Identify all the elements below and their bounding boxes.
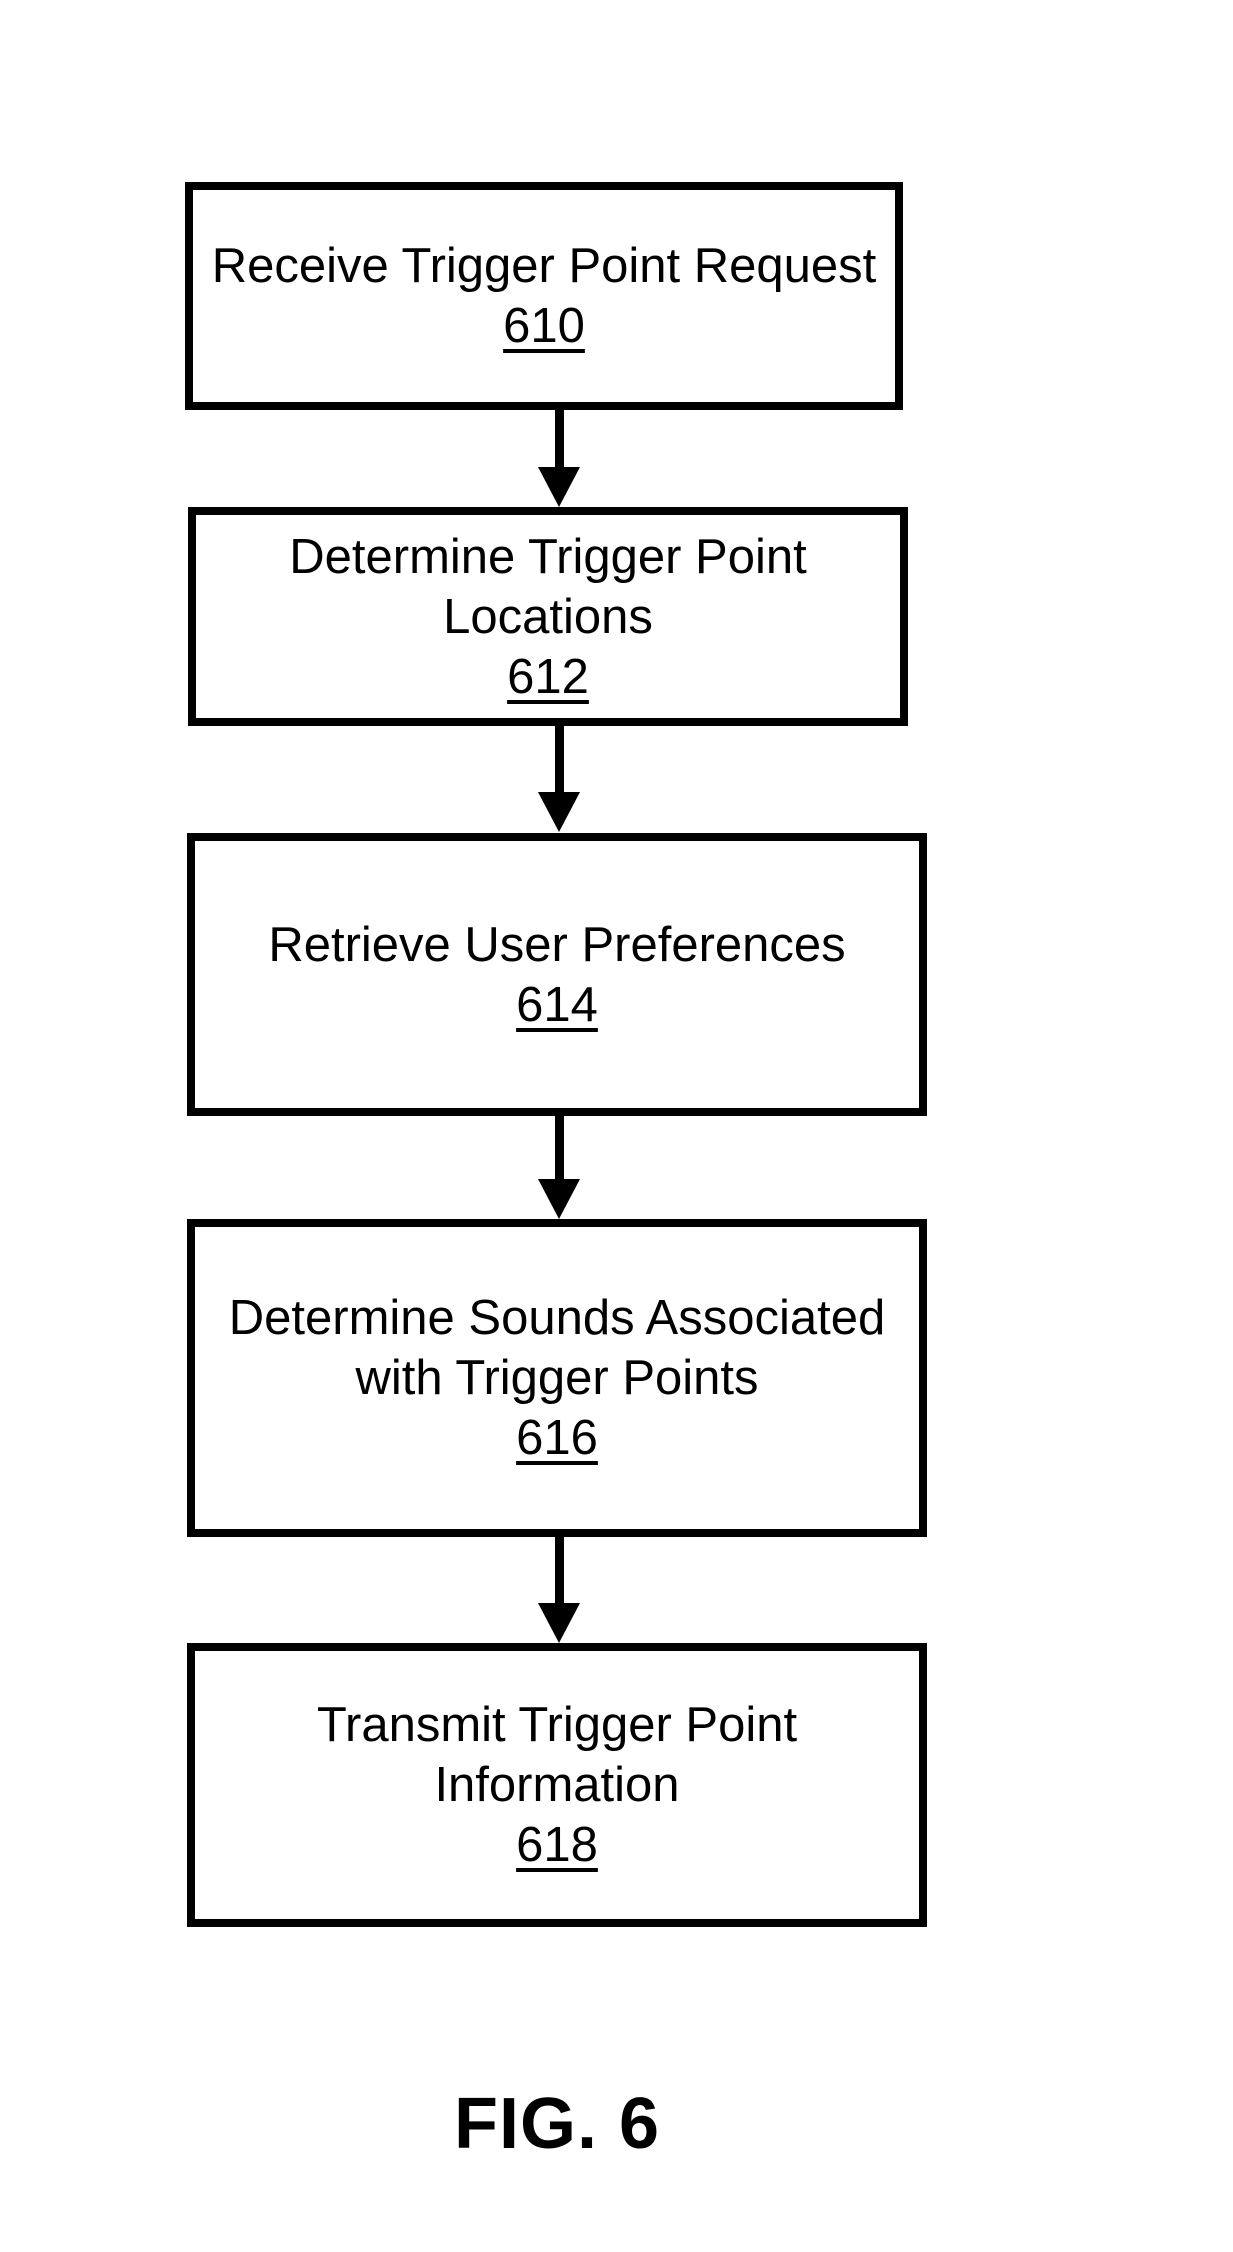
- arrowhead-down-icon: [538, 467, 580, 507]
- flow-arrow-612-614: [538, 726, 580, 832]
- flow-box-614: Retrieve User Preferences 614: [187, 833, 927, 1116]
- box-ref-number: 616: [516, 1411, 598, 1465]
- box-title-line: Retrieve User Preferences: [268, 917, 846, 972]
- arrow-shaft: [555, 1116, 564, 1184]
- box-title-line: Determine Sounds Associated: [228, 1291, 886, 1345]
- box-title-line: Transmit Trigger Point: [316, 1698, 798, 1752]
- arrowhead-down-icon: [538, 792, 580, 832]
- box-title-line: with Trigger Points: [355, 1351, 759, 1405]
- figure-caption: FIG. 6: [453, 2084, 661, 2164]
- arrow-shaft: [555, 726, 564, 797]
- arrowhead-down-icon: [538, 1603, 580, 1643]
- box-title-line: Locations: [443, 589, 653, 644]
- box-title-line: Information: [434, 1758, 680, 1812]
- flow-arrow-614-616: [538, 1116, 580, 1219]
- box-ref-number: 612: [507, 649, 589, 704]
- flow-box-618: Transmit Trigger Point Information 618: [187, 1643, 927, 1927]
- flow-arrow-610-612: [538, 410, 580, 507]
- box-title-line: Determine Trigger Point: [289, 529, 807, 584]
- box-ref-number: 618: [516, 1818, 598, 1872]
- box-title-line: Receive Trigger Point Request: [211, 239, 877, 293]
- arrow-shaft: [555, 410, 564, 472]
- box-ref-number: 610: [503, 299, 585, 353]
- flow-box-616: Determine Sounds Associated with Trigger…: [187, 1219, 927, 1537]
- flow-box-610: Receive Trigger Point Request 610: [185, 182, 903, 410]
- flow-box-612: Determine Trigger Point Locations 612: [188, 507, 908, 726]
- box-ref-number: 614: [516, 977, 598, 1032]
- flow-arrow-616-618: [538, 1537, 580, 1643]
- arrow-shaft: [555, 1537, 564, 1608]
- arrowhead-down-icon: [538, 1179, 580, 1219]
